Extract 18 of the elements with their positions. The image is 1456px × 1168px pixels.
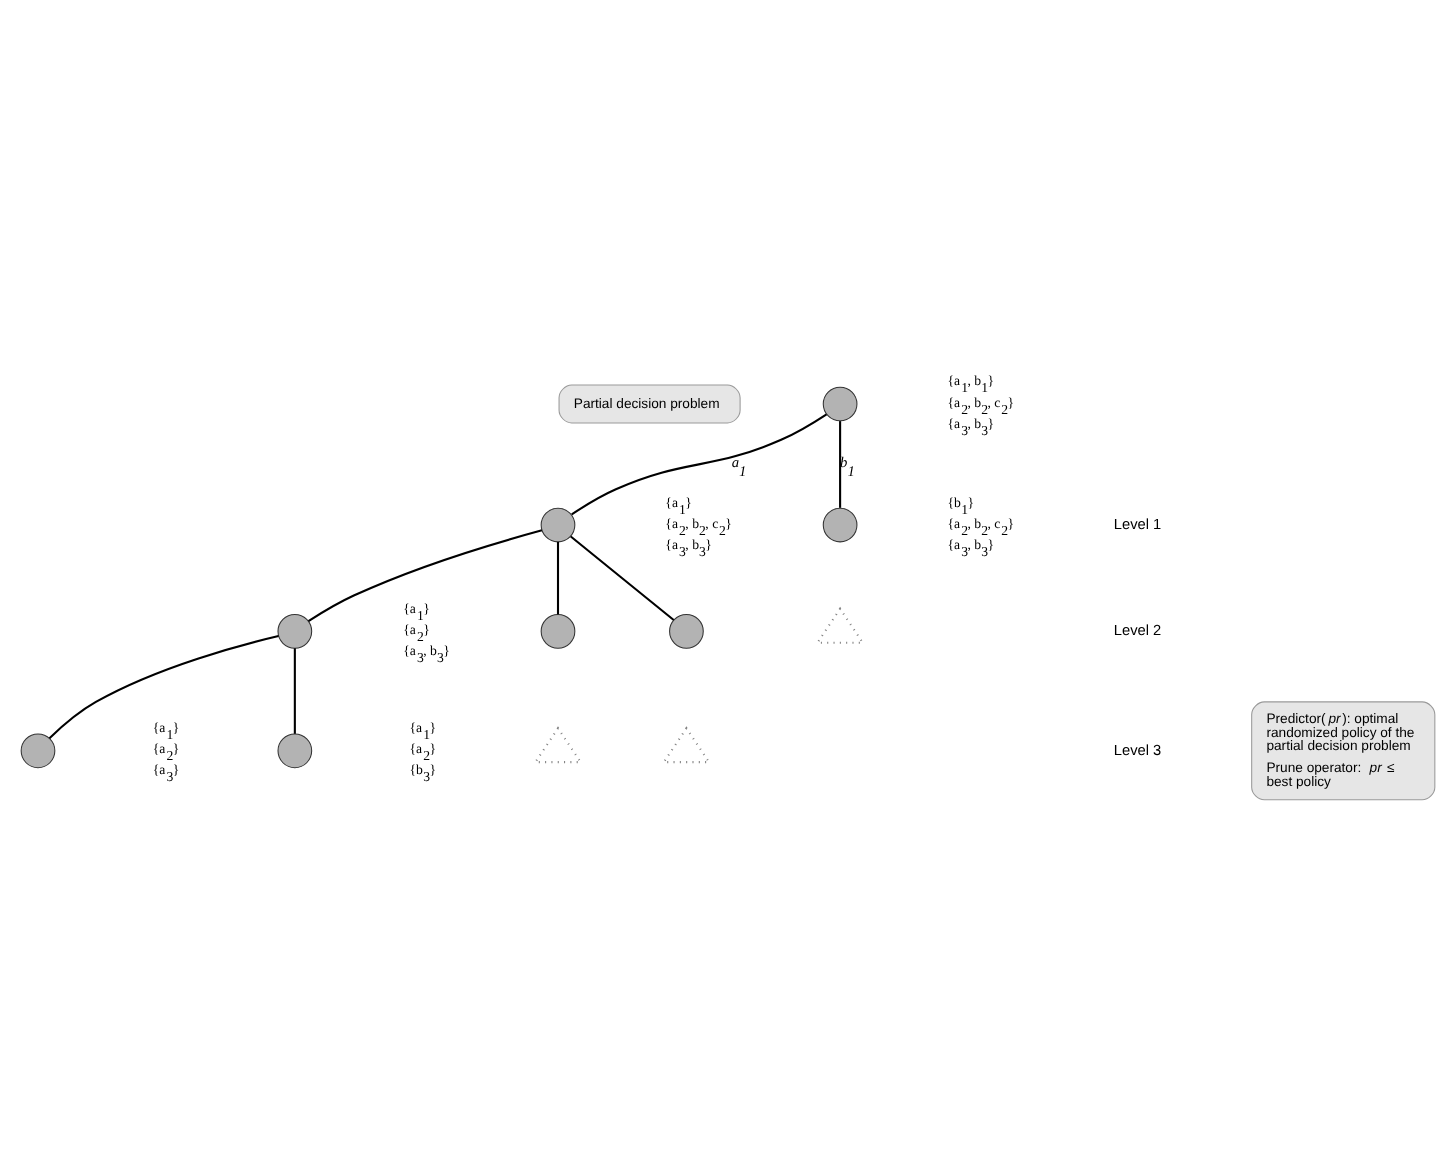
connector bbox=[293, 648, 296, 734]
node-circle bbox=[540, 507, 576, 543]
node-circle bbox=[669, 614, 704, 649]
node-triangle bbox=[533, 726, 583, 764]
node-triangle bbox=[661, 726, 712, 764]
node-triangle bbox=[815, 606, 865, 644]
node-circle bbox=[20, 733, 56, 769]
connector bbox=[48, 635, 279, 739]
node-circle bbox=[540, 614, 576, 649]
connector bbox=[839, 421, 842, 508]
connector bbox=[307, 529, 543, 623]
node-circle bbox=[822, 507, 858, 543]
node-circle bbox=[277, 614, 313, 649]
node-circle bbox=[822, 386, 858, 422]
connector bbox=[556, 541, 560, 615]
connector bbox=[570, 535, 675, 621]
node-circle bbox=[277, 733, 313, 769]
connector bbox=[571, 413, 828, 516]
